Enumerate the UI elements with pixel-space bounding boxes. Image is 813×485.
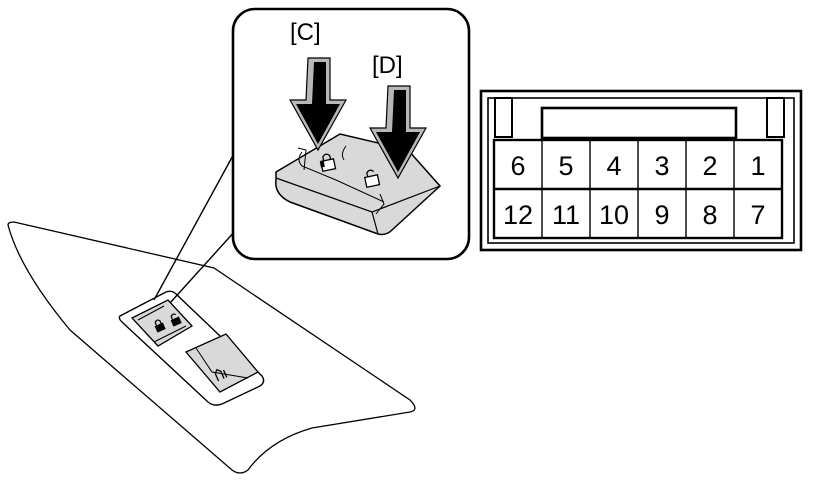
pin-1: 1	[750, 151, 765, 181]
connector-latch-left	[494, 97, 513, 138]
window-switch-on-door	[184, 333, 260, 393]
callout-label-d: [D]	[372, 52, 403, 79]
connector-latch-right	[766, 97, 785, 138]
pin-8: 8	[702, 200, 717, 230]
connector-inner-frame	[487, 97, 795, 244]
leader-line	[169, 229, 237, 304]
pin-10: 10	[599, 200, 629, 230]
lock-icon	[154, 319, 166, 333]
pin-7: 7	[750, 200, 765, 230]
pin-2: 2	[702, 151, 717, 181]
pin-6: 6	[510, 151, 525, 181]
pin-9: 9	[654, 200, 669, 230]
unlock-icon	[170, 313, 182, 327]
door-switch-assembly	[118, 290, 265, 406]
window-switch-icon	[214, 368, 228, 382]
leader-line	[153, 149, 237, 301]
pin-12: 12	[503, 200, 533, 230]
pin-3: 3	[654, 151, 669, 181]
pin-4: 4	[606, 151, 621, 181]
lock-icon	[319, 153, 337, 173]
pin-5: 5	[558, 151, 573, 181]
callout-label-c: [C]	[290, 19, 321, 46]
connector-key	[540, 106, 738, 140]
unlock-icon	[363, 169, 381, 189]
zoom-callout: [C] [D]	[231, 7, 471, 261]
pin-11: 11	[552, 200, 580, 230]
pin-grid	[492, 138, 784, 240]
connector-pinout: 6 5 4 3 2 1 12 11 10 9 8 7	[479, 89, 803, 252]
